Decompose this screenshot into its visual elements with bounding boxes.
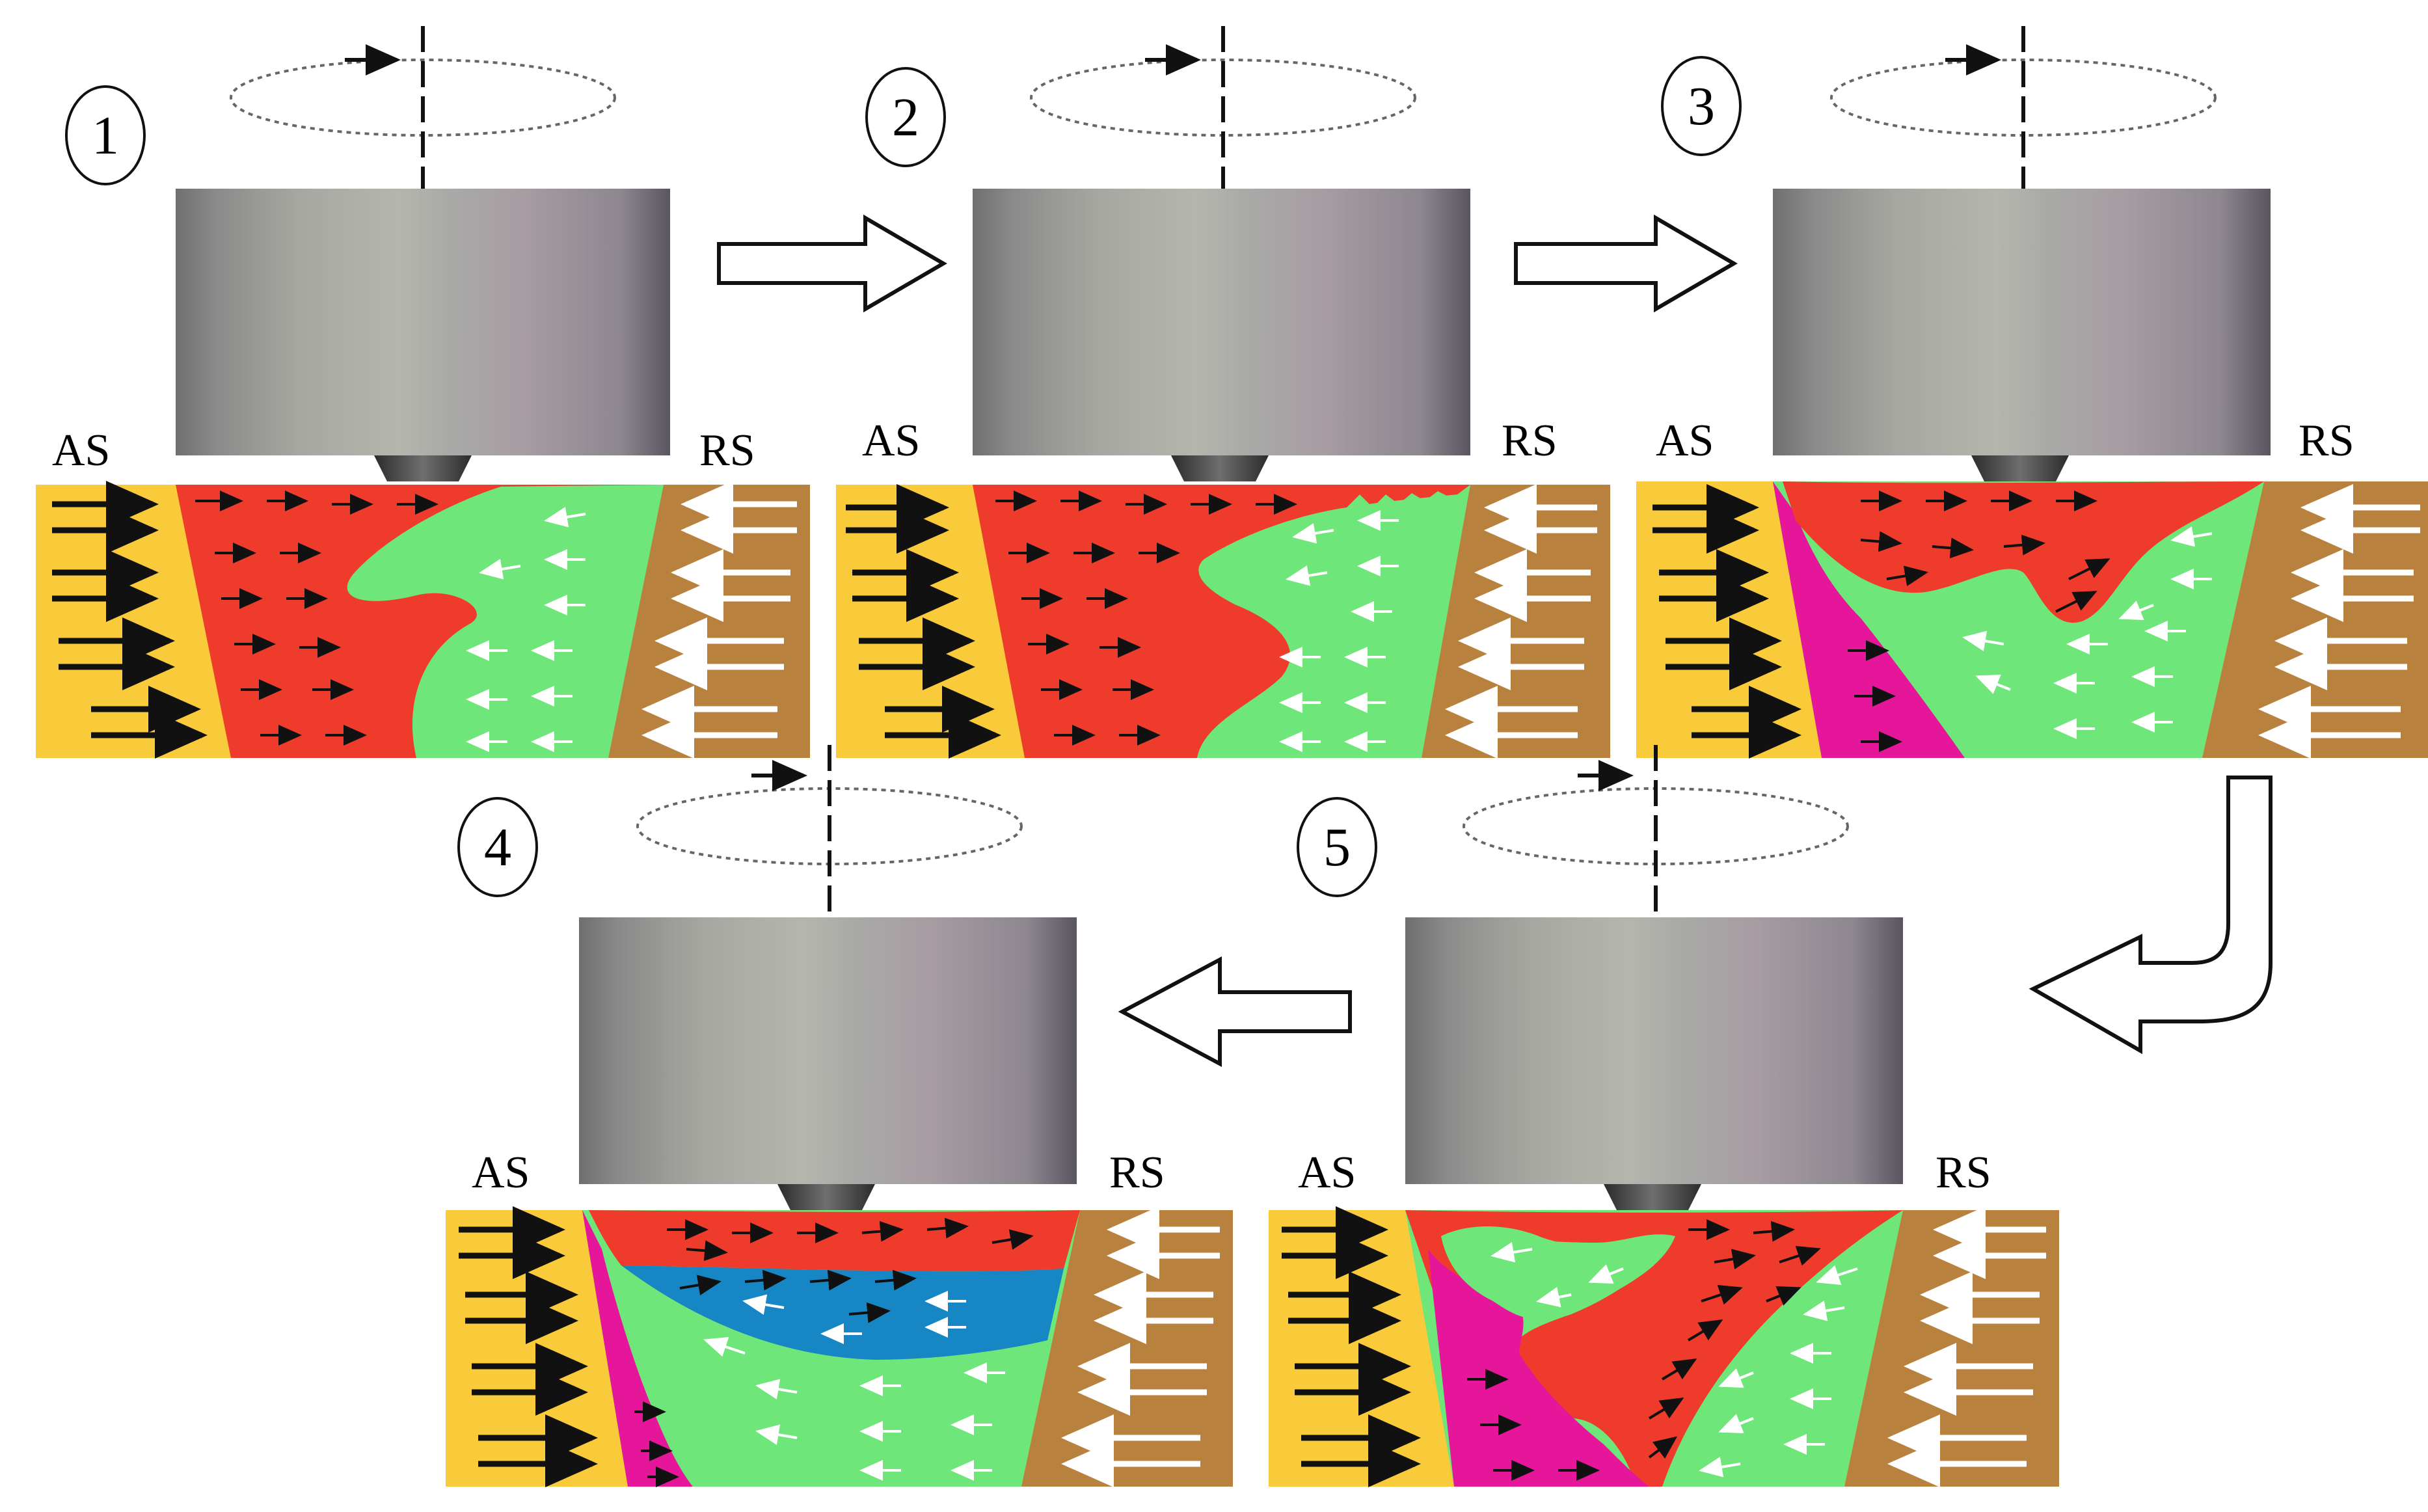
flow-arrows-advancing (1652, 484, 1801, 759)
rotation-indicator (1463, 745, 1849, 917)
flow-arrows-retreating (1445, 484, 1597, 759)
step-number-badge: 2 (865, 67, 946, 167)
tool-pin (1171, 455, 1269, 481)
rotation-indicator (230, 26, 616, 189)
flow-arrows-retreating (1061, 1206, 1220, 1487)
tool-pin (1604, 1184, 1701, 1210)
flow-arrows-red (195, 491, 438, 746)
step-number-badge: 4 (457, 797, 538, 897)
flow-arrows-advancing (1282, 1206, 1421, 1487)
flow-arrows-red (1648, 1219, 1821, 1459)
rs-label: RS (2299, 416, 2354, 466)
process-arrow-1-to-2 (717, 214, 947, 313)
flow-arrows-advancing (846, 484, 1001, 759)
flow-arrows-advancing (459, 1206, 598, 1487)
step-3-panel: AS RS 3 (1636, 26, 2428, 759)
step-number-badge: 3 (1661, 56, 1742, 156)
flow-arrows-red (995, 491, 1297, 746)
flow-arrows-retreating (641, 481, 797, 759)
step-number: 3 (1688, 76, 1715, 137)
tool-pin (777, 1184, 875, 1210)
rs-label: RS (1936, 1148, 1991, 1198)
step-number-badge: 5 (1297, 797, 1377, 897)
material-cross-section (446, 1206, 1233, 1487)
step-2-panel: AS RS 2 (836, 26, 1610, 759)
flow-arrows-red (667, 1217, 1034, 1262)
flow-arrows-magenta (1467, 1369, 1600, 1481)
rs-label: RS (1109, 1148, 1165, 1198)
flow-arrows-green (1279, 510, 1399, 752)
flow-arrows-green (466, 506, 586, 752)
tool-shoulder (1773, 189, 2271, 455)
step-5-panel: AS RS 5 (1269, 745, 2059, 1487)
step-4-panel: AS RS 4 (446, 745, 1233, 1487)
step-number: 5 (1323, 817, 1351, 878)
as-label: AS (1656, 416, 1714, 466)
step-number: 4 (484, 817, 511, 878)
rotation-indicator (1030, 26, 1416, 189)
process-arrow-3-to-5 (2029, 776, 2273, 1055)
tool-pin (1971, 455, 2069, 481)
tool-shoulder (1405, 917, 1903, 1184)
material-cross-section (36, 481, 810, 759)
tool-shoulder (579, 917, 1077, 1184)
flow-arrows-blue-light (742, 1291, 966, 1344)
as-label: AS (1298, 1148, 1356, 1198)
tool-pin (374, 455, 472, 481)
as-label: AS (52, 425, 110, 476)
flow-arrows-retreating (1887, 1206, 2046, 1487)
flow-arrows-green (1491, 1241, 1858, 1478)
tool-shoulder (176, 189, 670, 455)
flow-arrows-magenta (634, 1401, 679, 1487)
step-1-panel: AS RS 1 (36, 26, 810, 759)
flow-arrows-magenta (1848, 640, 1902, 752)
flow-arrows-red (1860, 491, 2111, 613)
material-cross-section (836, 484, 1610, 759)
tool-shoulder (973, 189, 1470, 455)
rs-label: RS (1502, 416, 1558, 466)
rotation-indicator (636, 745, 1023, 917)
flow-arrows-blue (679, 1269, 917, 1323)
process-arrow-2-to-3 (1514, 214, 1738, 313)
flow-arrows-retreating (2258, 484, 2420, 759)
step-number: 2 (892, 87, 919, 148)
step-number: 1 (92, 105, 119, 166)
step-number-badge: 1 (65, 85, 146, 185)
flow-arrows-green (703, 1336, 1005, 1481)
flow-arrows-green (1962, 526, 2213, 739)
material-cross-section (1269, 1206, 2059, 1487)
flow-arrows-advancing (52, 481, 208, 759)
rotation-indicator (1830, 26, 2217, 189)
as-label: AS (862, 416, 920, 466)
process-arrow-5-to-4 (1118, 956, 1352, 1067)
as-label: AS (472, 1148, 530, 1198)
rs-label: RS (699, 425, 755, 476)
material-cross-section (1636, 481, 2428, 759)
